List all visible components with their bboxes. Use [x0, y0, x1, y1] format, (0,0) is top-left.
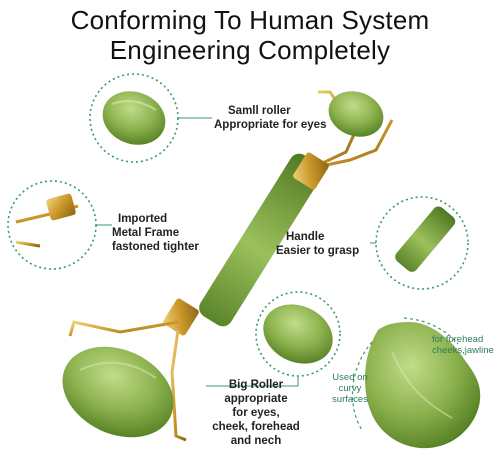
handle-title: Handle: [286, 231, 325, 243]
gua-sha-label-side: Used on curvy surfaces: [328, 372, 372, 405]
small-roller-title: Samll roller: [228, 105, 291, 117]
metal-frame-callout: [7, 180, 112, 270]
gua-sha-top-line-1: for forehead: [432, 334, 484, 345]
metal-frame-line-3: fastoned tighter: [112, 241, 199, 253]
small-roller-desc: Appropriate for eyes: [214, 119, 327, 131]
big-roller-line-5: and nech: [230, 435, 282, 447]
big-roller-line-3: for eyes,: [232, 407, 280, 419]
title-line-1: Conforming To Human System: [70, 5, 430, 35]
gua-sha-side-line-3: surfaces: [332, 394, 368, 405]
handle-desc: Easier to grasp: [276, 245, 360, 257]
gua-sha-side-line-1: Used on: [332, 372, 368, 383]
handle-label: Handle Easier to grasp: [276, 230, 359, 258]
big-roller-callout: [206, 291, 341, 387]
jade-roller: [62, 90, 394, 442]
metal-frame-line-2: Metal Frame: [112, 227, 180, 239]
metal-frame-label: Imported Metal Frame fastoned tighter: [112, 212, 199, 254]
gua-sha-top-line-2: cheeks,jawline: [432, 345, 494, 356]
gua-sha-side-line-2: curvy: [338, 383, 362, 394]
big-roller-label: Big Roller appropriate for eyes, cheek, …: [204, 378, 308, 448]
big-roller-title: Big Roller: [228, 379, 284, 391]
metal-frame-line-1: Imported: [118, 213, 168, 225]
gua-sha-board: [351, 317, 481, 449]
handle-callout: [370, 196, 469, 290]
title-line-2: Engineering Completely: [109, 35, 391, 65]
big-roller-line-4: cheek, forehead: [212, 421, 300, 433]
big-roller-line-2: appropriate: [224, 393, 288, 405]
gua-sha-label-top: for forehead cheeks,jawline: [432, 334, 494, 356]
small-roller-callout: [89, 73, 212, 163]
small-roller-label: Samll roller Appropriate for eyes: [214, 104, 326, 132]
